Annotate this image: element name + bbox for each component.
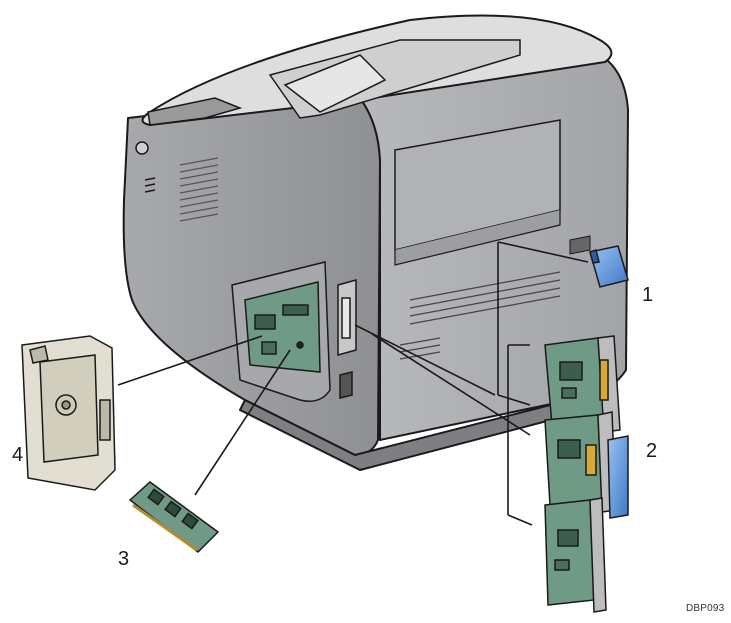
leader-line-2a [354,324,496,396]
interface-board-b [544,411,629,519]
side-vent [179,157,219,222]
callout-3: 3 [118,548,130,570]
memory-module [128,481,220,553]
callout-1: 1 [642,284,654,306]
sd-card-slot [569,235,591,255]
rear-vent [399,271,561,360]
control-panel [147,97,243,126]
interface-board-c [544,497,607,613]
leader-line-3 [194,349,291,496]
callout-2: 2 [646,440,658,462]
paper-stopper [283,54,387,113]
callout-4: 4 [12,444,24,466]
leader-line-2b [371,333,531,436]
printer-side-panel [122,91,381,456]
controller-board-cover [21,335,116,491]
figure-code: DBP093 [686,603,725,614]
leader-line-1 [497,241,589,263]
interface-port [337,279,357,399]
sd-card [589,245,629,288]
power-button-icon [135,141,149,155]
leader-lines [117,241,589,526]
controller-board-bay [231,261,331,402]
leader-line-4 [117,335,263,386]
interface-board-a [544,335,621,433]
